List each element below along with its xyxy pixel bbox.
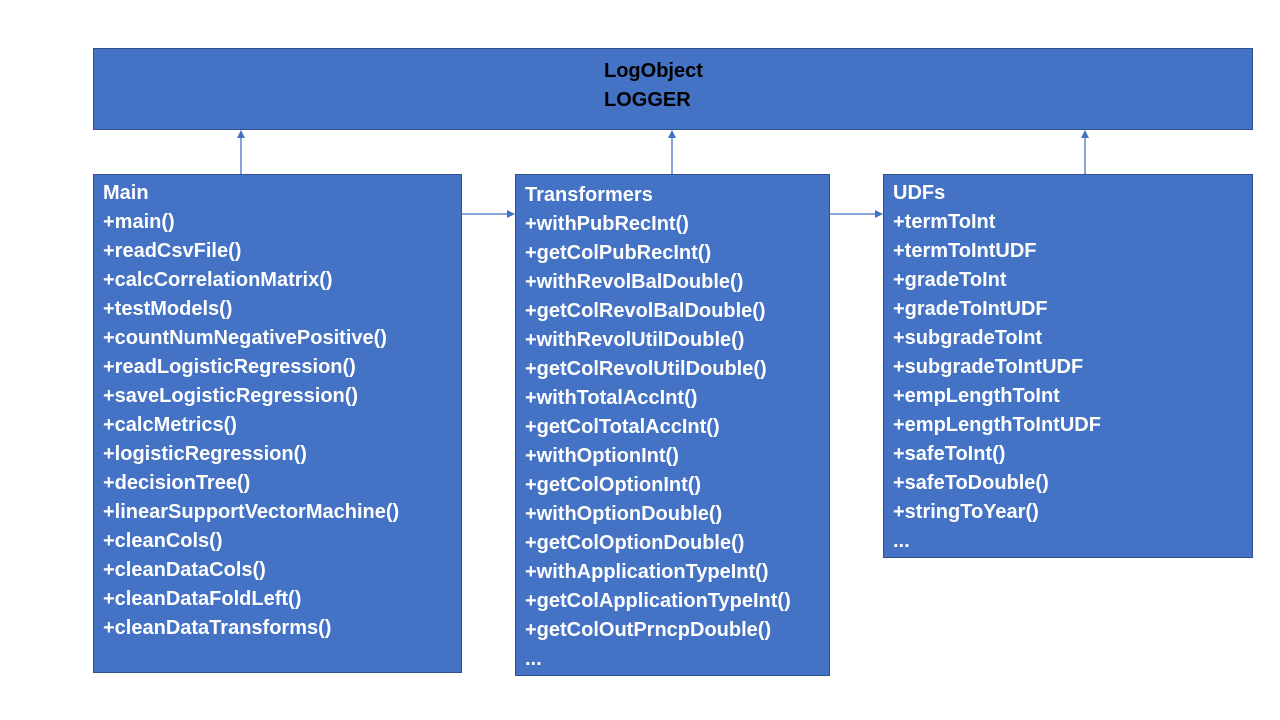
class-member: +cleanDataTransforms() xyxy=(103,617,332,639)
class-member: +empLengthToIntUDF xyxy=(893,414,1101,436)
logobject-text: LogObject LOGGER xyxy=(604,57,703,115)
class-member: +withRevolUtilDouble() xyxy=(525,329,745,351)
class-member: +calcCorrelationMatrix() xyxy=(103,269,333,291)
class-member: +safeToInt() xyxy=(893,443,1006,465)
class-member: +safeToDouble() xyxy=(893,472,1049,494)
class-member: +withOptionInt() xyxy=(525,445,679,467)
class-member: +saveLogisticRegression() xyxy=(103,385,359,407)
transformers-member-list: +withPubRecInt() +getColPubRecInt() +withR… xyxy=(525,210,791,674)
class-member: +testModels() xyxy=(103,298,233,320)
class-member: +empLengthToInt xyxy=(893,385,1060,407)
class-member: +getColPubRecInt() xyxy=(525,242,712,264)
transformers-class-box[interactable]: Transformers +withPubRecInt() +getColPubR… xyxy=(515,174,830,676)
class-member: +getColRevolUtilDouble() xyxy=(525,358,767,380)
class-member: +termToInt xyxy=(893,211,996,233)
class-member: +getColRevolBalDouble() xyxy=(525,300,766,322)
class-member: +stringToYear() xyxy=(893,501,1039,523)
class-member: +gradeToInt xyxy=(893,269,1007,291)
class-member: ... xyxy=(525,648,542,670)
udfs-class-title: UDFs xyxy=(893,182,946,204)
class-member: +readLogisticRegression() xyxy=(103,356,356,378)
class-member: +withRevolBalDouble() xyxy=(525,271,744,293)
class-member: +decisionTree() xyxy=(103,472,251,494)
class-member: +calcMetrics() xyxy=(103,414,237,436)
class-member: +logisticRegression() xyxy=(103,443,307,465)
class-member: +withOptionDouble() xyxy=(525,503,723,525)
class-member: +termToIntUDF xyxy=(893,240,1037,262)
main-class-title: Main xyxy=(103,182,149,204)
class-member: +subgradeToIntUDF xyxy=(893,356,1084,378)
class-member: +linearSupportVectorMachine() xyxy=(103,501,400,523)
logobject-title: LogObject xyxy=(604,60,703,82)
class-member: +main() xyxy=(103,211,175,233)
udfs-member-list: +termToInt +termToIntUDF +gradeToInt +grade… xyxy=(893,208,1101,556)
transformers-class-content: Transformers +withPubRecInt() +getColPubR… xyxy=(525,181,791,674)
udfs-class-content: UDFs +termToInt+termToIntUDF+gradeToInt+… xyxy=(893,179,1101,556)
class-member: +cleanCols() xyxy=(103,530,223,552)
class-member: +cleanDataCols() xyxy=(103,559,266,581)
class-member: +getColTotalAccInt() xyxy=(525,416,720,438)
class-member: +getColApplicationTypeInt() xyxy=(525,590,791,612)
class-member: +withApplicationTypeInt() xyxy=(525,561,769,583)
logobject-class-box[interactable]: LogObject LOGGER xyxy=(93,48,1253,130)
class-member: +getColOptionDouble() xyxy=(525,532,745,554)
class-member: +subgradeToInt xyxy=(893,327,1043,349)
class-member: +getColOutPrncpDouble() xyxy=(525,619,772,641)
class-member: +getColOptionInt() xyxy=(525,474,702,496)
class-member: +gradeToIntUDF xyxy=(893,298,1048,320)
main-member-list: +main() +readCsvFile() +calcCorrelationMat… xyxy=(103,208,399,643)
class-member: +readCsvFile() xyxy=(103,240,242,262)
main-class-content: Main +main() +readCsvFile() +calcCorrelati… xyxy=(103,179,399,643)
class-member: ... xyxy=(893,530,910,552)
class-member: +withPubRecInt() xyxy=(525,213,689,235)
class-member: +withTotalAccInt() xyxy=(525,387,698,409)
logobject-logger-label: LOGGER xyxy=(604,89,691,111)
transformers-class-title: Transformers xyxy=(525,184,653,206)
main-class-box[interactable]: Main +main() +readCsvFile() +calcCorrelati… xyxy=(93,174,462,673)
class-member: +cleanDataFoldLeft() xyxy=(103,588,302,610)
class-member: +countNumNegativePositive() xyxy=(103,327,387,349)
udfs-class-box[interactable]: UDFs +termToInt+termToIntUDF+gradeToInt+… xyxy=(883,174,1253,558)
